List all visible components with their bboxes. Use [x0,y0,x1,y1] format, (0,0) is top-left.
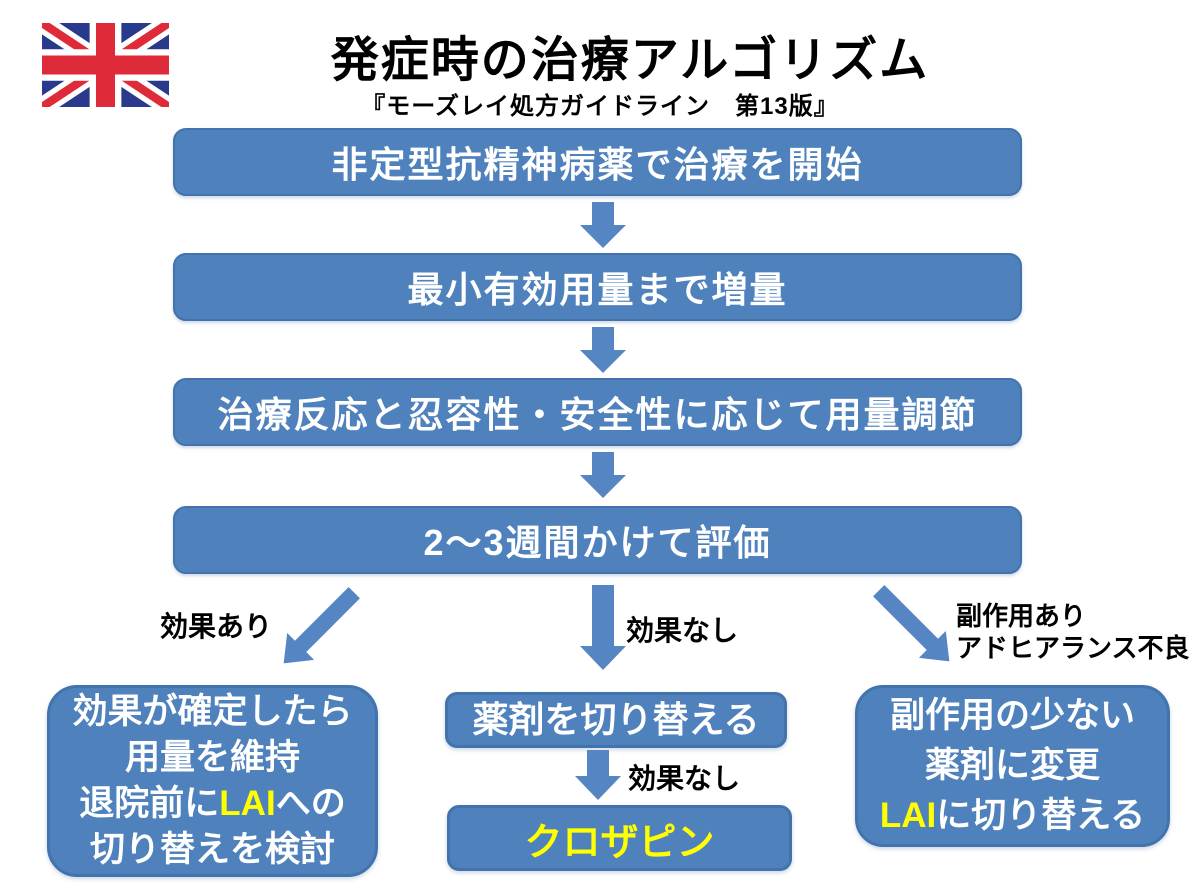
flow-step-2-box: 最小有効用量まで増量 [173,253,1022,321]
uk-flag-icon [36,15,175,115]
outcome-line: 薬剤に変更 [924,746,1100,785]
page-subtitle: 『モーズレイ処方ガイドライン 第13版』 [361,93,839,120]
down-arrow-icon [575,750,621,800]
outcome-line: 用量を維持 [124,738,300,777]
branch-label-effective: 効果あり [160,611,273,642]
branch-label-side-effects: 副作用あり アドヒアランス不良 [956,600,1189,664]
down-left-arrow-icon [283,586,361,664]
page-title: 発症時の治療アルゴリズム [330,34,930,87]
outcome-line-text: への [275,784,346,823]
outcome-box-change-drug: 副作用の少ない 薬剤に変更 LAIに切り替える [855,685,1170,847]
branch-label-side-effects-line2: アドヒアランス不良 [956,633,1190,663]
down-right-arrow-icon [872,584,950,662]
branch-label-not-effective-2: 効果なし [628,763,741,794]
outcome-box-switch-drug: 薬剤を切り替える [445,692,787,748]
outcome-line-text: 退院前に [79,784,220,823]
outcome-box-maintain-dose: 効果が確定したら 用量を維持 退院前にLAIへの 切り替えを検討 [47,685,378,877]
branch-label-not-effective: 効果なし [626,615,739,646]
down-arrow-icon [580,452,626,498]
lai-highlight: LAI [219,784,276,823]
outcome-line: 副作用の少ない [889,696,1135,735]
lai-highlight: LAI [879,796,937,835]
outcome-line: 切り替えを検討 [89,830,335,869]
outcome-line: 退院前にLAIへの [79,781,345,827]
flow-step-4-box: 2～3週間かけて評価 [173,506,1022,574]
outcome-box-clozapine: クロザピン [447,805,792,871]
flow-step-3-box: 治療反応と忍容性・安全性に応じて用量調節 [173,378,1022,446]
down-arrow-icon [580,585,626,670]
outcome-line: LAIに切り替える [880,791,1145,841]
branch-label-side-effects-line1: 副作用あり [956,601,1087,631]
outcome-line-text: に切り替える [936,796,1146,835]
outcome-line: 効果が確定したら [72,692,353,731]
down-arrow-icon [580,327,626,373]
flow-step-1-box: 非定型抗精神病薬で治療を開始 [173,128,1022,196]
down-arrow-icon [580,202,626,248]
